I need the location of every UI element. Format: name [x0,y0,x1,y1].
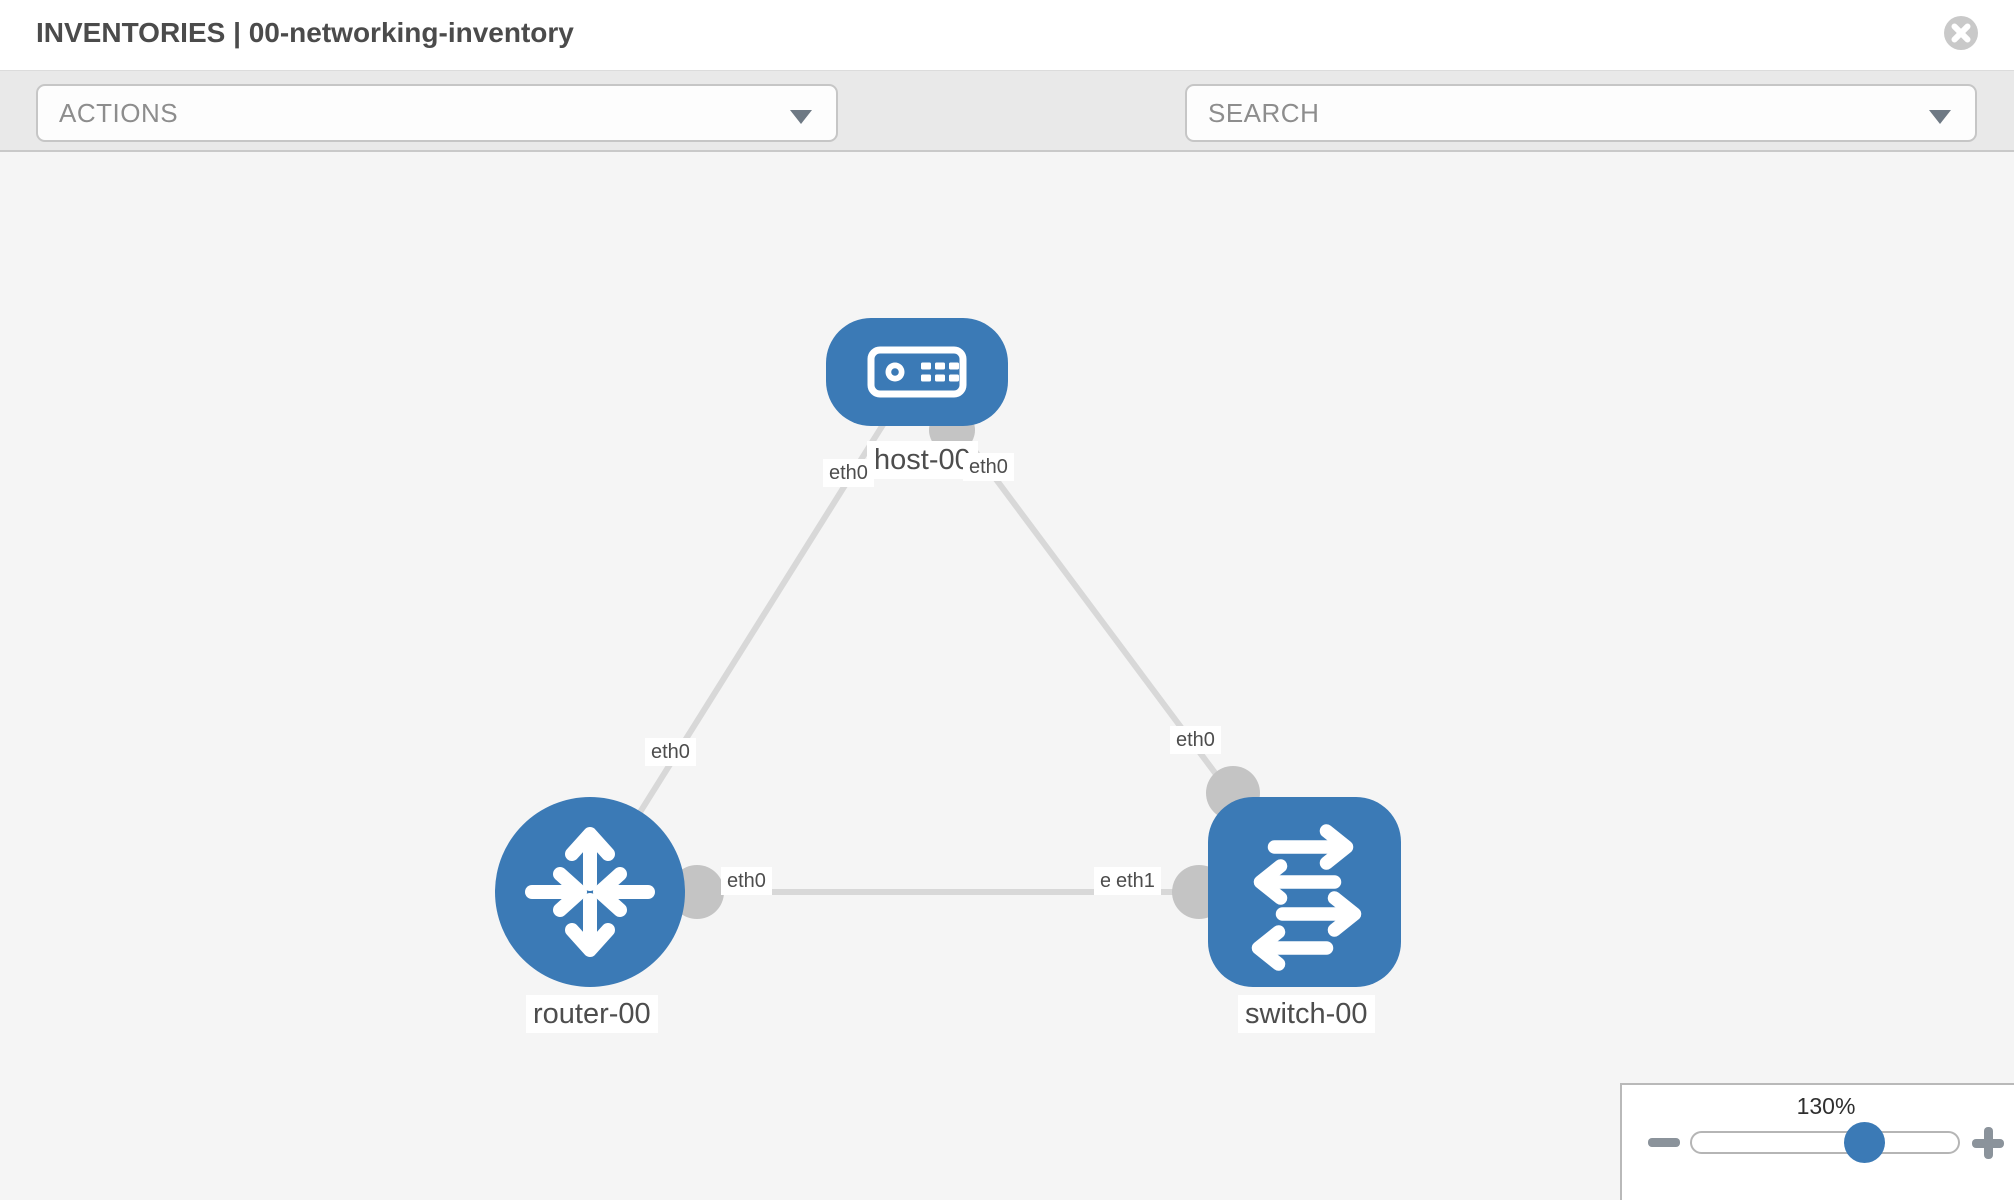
search-input-placeholder: SEARCH [1208,97,1320,128]
router-icon [525,827,655,957]
node-label-router: router-00 [526,995,658,1034]
zoom-level-value: 130% [1796,1093,1856,1119]
plus-bar-vertical [1984,1127,1993,1159]
caret-down-icon [1929,110,1951,124]
topology-canvas[interactable]: host-00 router-00 switch-00 eth0 eth0 et… [0,152,2014,1200]
interface-label-switch-eth0-uplink: eth0 [1170,726,1221,755]
interface-label-host-eth0-right: eth0 [963,453,1014,482]
close-icon[interactable] [1942,14,1980,52]
header-bar: INVENTORIES | 00-networking-inventory [0,0,2014,70]
interface-label-host-eth0-left: eth0 [823,459,874,488]
node-label-host: host-00 [867,441,978,480]
interface-label-router-eth0-uplink: eth0 [645,738,696,767]
search-dropdown[interactable]: SEARCH [1185,84,1977,142]
node-host-00[interactable] [826,318,1008,426]
toolbar: ACTIONS SEARCH [0,70,2014,206]
host-icon [867,346,967,398]
node-switch-00[interactable] [1208,797,1401,987]
interface-label-switch-eth1: eth1 [1110,867,1161,896]
switch-icon [1251,824,1362,971]
caret-down-icon [790,110,812,124]
interface-connectors [670,407,1260,919]
zoom-slider-track[interactable] [1690,1131,1960,1154]
actions-dropdown-label: ACTIONS [59,97,179,128]
minus-icon[interactable] [1648,1138,1680,1147]
node-router-00[interactable] [495,797,685,987]
page-title: INVENTORIES | 00-networking-inventory [36,17,574,48]
link-host-router[interactable] [587,370,919,894]
zoom-panel: 130% [1620,1083,2014,1200]
actions-dropdown[interactable]: ACTIONS [36,84,838,142]
interface-label-router-eth0: eth0 [721,867,772,896]
plus-icon[interactable] [1972,1127,2004,1159]
node-label-switch: switch-00 [1238,995,1375,1034]
zoom-slider-thumb[interactable] [1844,1122,1885,1163]
